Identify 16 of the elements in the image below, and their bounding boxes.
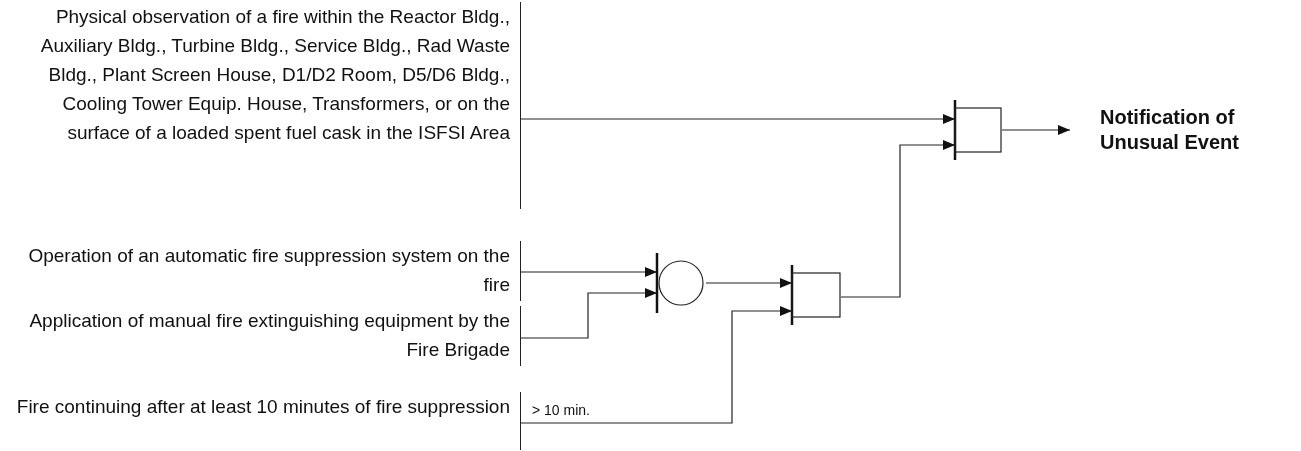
- arrow: [1001, 125, 1071, 135]
- arrow: [705, 278, 793, 288]
- or-gate-symbol: [656, 253, 706, 313]
- and-gate-symbol: [791, 265, 841, 325]
- arrow: [520, 288, 658, 339]
- arrow: [840, 140, 956, 298]
- and-gate-symbol: [954, 100, 1002, 160]
- outcome-text: Notification of Unusual Event: [1070, 105, 1290, 157]
- arrow: [520, 267, 658, 277]
- condition-text: Operation of an automatic fire suppression system on the fire: [0, 241, 521, 301]
- condition-text: Fire continuing after at least 10 minutes of fire suppression: [0, 392, 521, 450]
- condition-text: Application of manual fire extinguishing equipment by the Fire Brigade: [0, 306, 521, 366]
- edge-label: > 10 min.: [530, 402, 592, 418]
- arrow: [520, 306, 793, 424]
- arrow: [520, 114, 956, 124]
- condition-text: Physical observation of a fire within the Reactor Bldg., Auxiliary Bldg., Turbine Bldg., Service Bldg., Rad Waste Bldg., Plant Screen House, D1/D2 Room, D5/D6 Bldg., Cooling Tower Equip. House, Transformers, or on the surface of a loaded spent fuel cask in the ISFSI Area: [0, 2, 521, 209]
